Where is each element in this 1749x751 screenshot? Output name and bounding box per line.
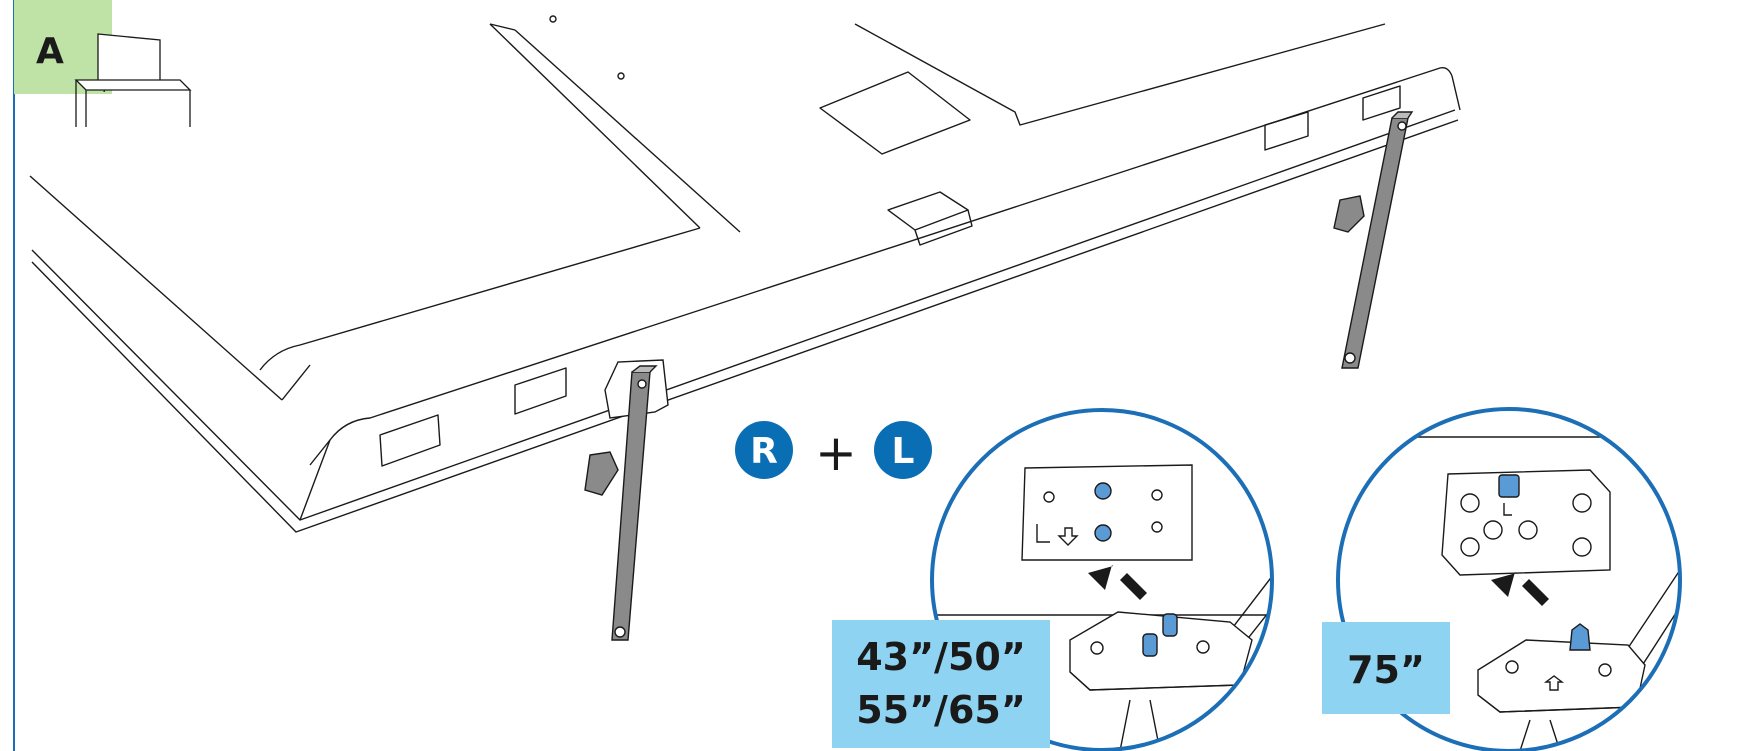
detail-small-plate-mark: L [1028, 543, 1029, 545]
right-leg-badge-label: R [750, 431, 778, 472]
size-line-1: 43”/50” [856, 635, 1026, 679]
right-leg-badge [735, 421, 793, 479]
plus-sign: + [815, 424, 857, 482]
tv-back-panel [29, 15, 1461, 533]
left-leg-badge [874, 421, 932, 479]
size-label-75-model: 75” [1322, 622, 1450, 714]
insert-arrow-small [1088, 565, 1143, 597]
detail-75-plate-mark: L [1500, 519, 1501, 521]
stand-leg-right [1333, 111, 1414, 369]
insert-arrow-75 [1491, 572, 1545, 603]
mount-hole-top-blue [1094, 482, 1112, 500]
mount-slot-blue [1498, 474, 1520, 498]
left-leg-badge-label: L [892, 431, 915, 472]
size-line-2: 55”/65” [856, 688, 1026, 732]
step-letter: A [36, 31, 64, 72]
guide-pin-front [1142, 633, 1158, 657]
guide-pin-back [1162, 613, 1178, 637]
leg-pair-legend: R + L [735, 421, 932, 482]
stand-leg-left [584, 359, 669, 641]
mount-hole-bottom-blue [1094, 524, 1112, 542]
size-label-small-models: 43”/50” 55”/65” [832, 620, 1050, 748]
step-tab-background [14, 0, 112, 94]
step-tab: A [14, 0, 192, 127]
guide-pin-75 [1569, 623, 1591, 651]
size-75: 75” [1347, 648, 1425, 692]
tv-on-stand-icon [74, 33, 192, 127]
